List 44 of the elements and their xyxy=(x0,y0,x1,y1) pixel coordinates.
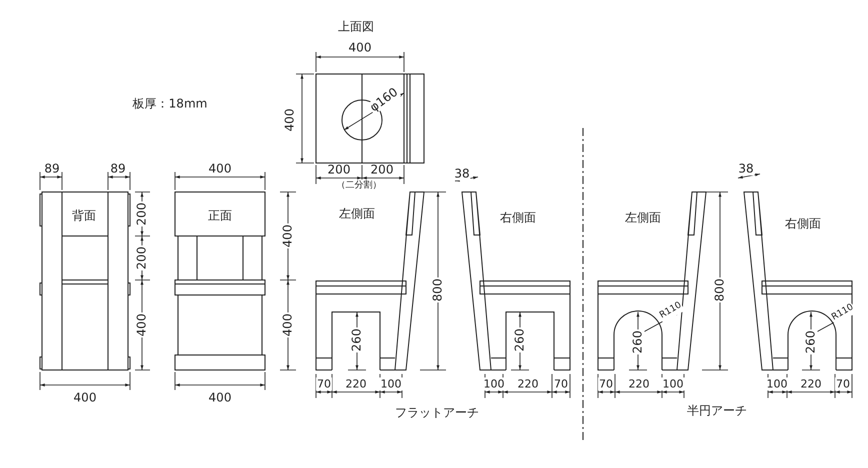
dimension-label: 70 xyxy=(316,378,332,390)
dimension-label: 800 xyxy=(432,278,444,302)
dimension-label: 200 xyxy=(136,202,148,226)
dimension-label: 100 xyxy=(380,378,402,390)
dimension-label: 38 xyxy=(453,168,471,180)
dimension-label: 400 xyxy=(348,42,372,54)
dimension-label: 100 xyxy=(482,378,506,390)
view-title: 背面 xyxy=(71,210,97,222)
dimension-label: 100 xyxy=(766,378,788,390)
note: 板厚：18mm xyxy=(132,98,208,110)
view-title: 半円アーチ xyxy=(686,404,748,418)
view-title: 上面図 xyxy=(337,20,375,34)
dimension-label: 260 xyxy=(804,330,818,354)
dimension-label: 400 xyxy=(282,224,294,248)
view-title: 左側面 xyxy=(624,212,662,224)
dimension-label: 89 xyxy=(43,162,61,176)
view-title: フラットアーチ xyxy=(394,406,480,420)
dimension-label: 220 xyxy=(800,378,822,390)
dimension-label: 260 xyxy=(350,328,364,352)
dimension-label: 70 xyxy=(553,378,569,390)
dimension-label: 800 xyxy=(714,278,726,302)
dimension-label: 200 xyxy=(326,164,352,176)
dimension-label: 100 xyxy=(662,378,684,390)
dimension-label: 260 xyxy=(514,328,526,352)
dimension-label: 38 xyxy=(737,162,755,176)
dimension-label: 220 xyxy=(628,378,650,390)
view-title: 正面 xyxy=(207,210,233,222)
dimension-label: 70 xyxy=(598,378,614,390)
view-title: 右側面 xyxy=(499,212,537,224)
dimension-label: 89 xyxy=(109,162,127,176)
dimension-label: 70 xyxy=(835,378,851,390)
dimension-label: 220 xyxy=(344,378,368,390)
view-title: 左側面 xyxy=(338,208,376,220)
dimension-label: 260 xyxy=(632,330,644,354)
dimension-label: 220 xyxy=(516,378,540,390)
dimension-label: 200 xyxy=(136,246,148,270)
dimension-label: 400 xyxy=(208,162,232,176)
dimension-label: 200 xyxy=(370,164,394,176)
dimension-label: 400 xyxy=(136,312,148,338)
dimension-label: 400 xyxy=(208,392,232,404)
dimension-label: 400 xyxy=(72,392,98,404)
dimension-label: 400 xyxy=(282,312,294,338)
dimension-label: 400 xyxy=(284,108,296,132)
view-title: 右側面 xyxy=(784,218,822,230)
